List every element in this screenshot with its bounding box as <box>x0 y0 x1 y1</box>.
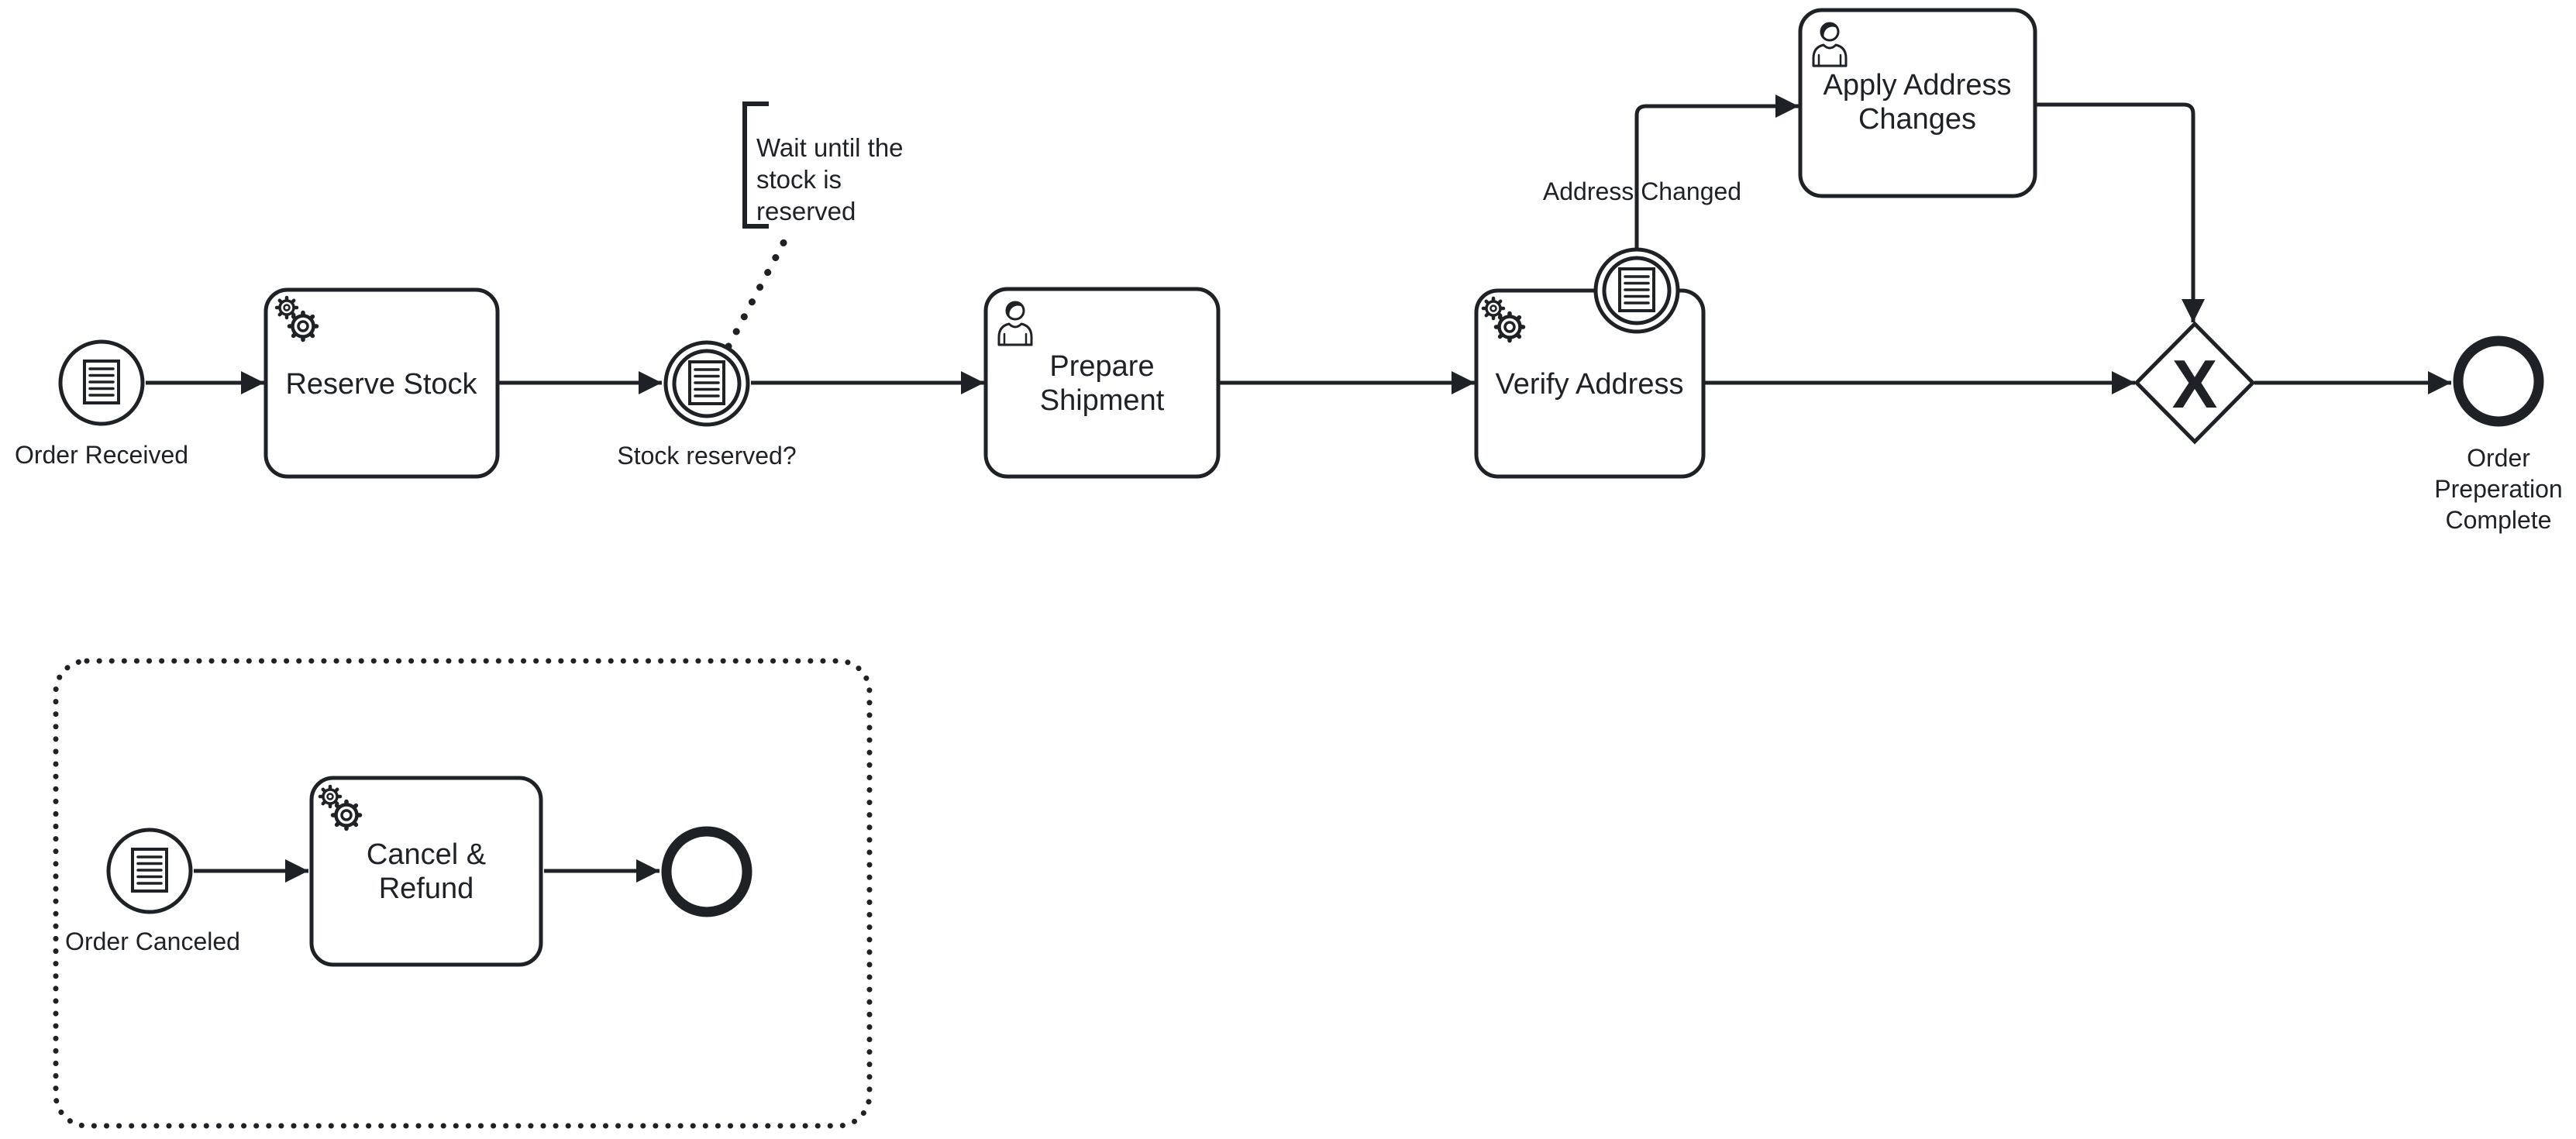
intermediate-event-label: Stock reserved? <box>617 442 796 470</box>
message-document-icon <box>1618 267 1655 312</box>
message-document-icon <box>83 360 120 404</box>
message-document-icon <box>131 848 168 893</box>
task-label: Verify Address <box>1496 368 1684 401</box>
intermediate-event-stock-reserved[interactable] <box>663 340 750 427</box>
exclusive-gateway-x-marker: X <box>2172 346 2218 422</box>
boundary-event-address-changed[interactable] <box>1593 247 1680 334</box>
start-event-label: Order Canceled <box>65 927 240 955</box>
event-subprocess-container[interactable] <box>53 658 873 1129</box>
exclusive-gateway[interactable]: X <box>2133 321 2256 445</box>
end-event-subprocess[interactable] <box>661 826 752 917</box>
flow-boundary-to-apply-changes[interactable] <box>1634 95 1799 249</box>
start-event-label: Order Received <box>15 441 188 469</box>
start-event-order-canceled[interactable] <box>106 828 193 914</box>
annotation-bracket <box>742 102 769 229</box>
message-document-icon <box>688 360 725 405</box>
task-label: Cancel &Refund <box>367 838 486 905</box>
task-verify-address[interactable]: Verify Address <box>1474 288 1706 479</box>
annotation-association[interactable] <box>725 232 791 350</box>
task-cancel-refund[interactable]: Cancel &Refund <box>309 776 543 967</box>
boundary-event-label: Address Changed <box>1543 177 1741 205</box>
start-event-order-received[interactable] <box>58 339 145 426</box>
end-event-order-preperation-complete[interactable] <box>2453 336 2544 427</box>
flow-apply-changes-to-gateway[interactable] <box>2037 102 2205 322</box>
task-label: Reserve Stock <box>285 368 477 401</box>
task-reserve-stock[interactable]: Reserve Stock <box>263 287 500 479</box>
